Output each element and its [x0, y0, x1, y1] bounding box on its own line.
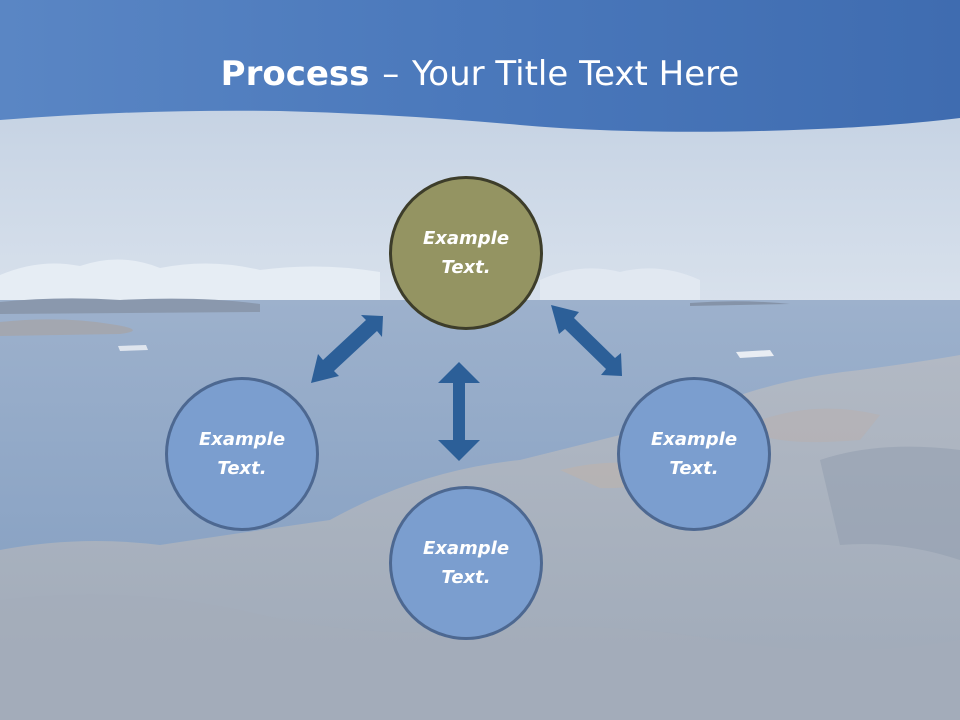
island-left — [0, 298, 260, 314]
arrow-center — [438, 362, 480, 461]
title-separator: – — [382, 54, 400, 94]
node-left-line2: Text. — [217, 458, 267, 479]
clouds-left — [0, 259, 380, 300]
boat — [736, 350, 774, 358]
header-banner — [0, 0, 960, 132]
arrow-top-right — [551, 305, 622, 376]
process-node-right[interactable]: Example Text. — [617, 377, 771, 531]
node-right-line2: Text. — [669, 458, 719, 479]
node-right-line1: Example — [650, 429, 738, 450]
slide-title: Process – Your Title Text Here — [0, 52, 960, 96]
rocks-front — [0, 594, 960, 720]
rock-shadow — [820, 446, 960, 560]
rock-pink-right — [760, 408, 880, 443]
process-node-bottom[interactable]: Example Text. — [389, 486, 543, 640]
node-top-line1: Example — [422, 228, 510, 249]
island-far — [690, 301, 790, 306]
title-bold: Process — [220, 54, 370, 94]
node-top-line2: Text. — [441, 257, 491, 278]
island-near — [0, 319, 133, 336]
process-node-left[interactable]: Example Text. — [165, 377, 319, 531]
title-rest: Your Title Text Here — [412, 54, 740, 94]
arrow-top-left — [311, 315, 383, 383]
node-bottom-line2: Text. — [441, 567, 491, 588]
node-bottom-line1: Example — [422, 538, 510, 559]
clouds-right — [540, 268, 700, 300]
process-node-top[interactable]: Example Text. — [389, 176, 543, 330]
node-left-line1: Example — [198, 429, 286, 450]
boat-small — [118, 345, 148, 351]
